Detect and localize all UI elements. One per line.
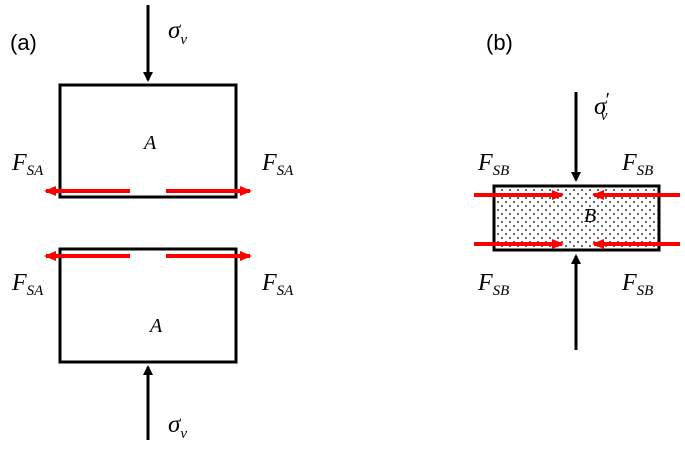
panel-b-bottom-right-force-label: FSB [621, 270, 653, 299]
panel-b-block-label: B [584, 205, 596, 227]
panel-b-label: (b) [486, 30, 513, 55]
panel-b-top-left-force-label: FSB [477, 150, 509, 179]
panel-b-top-stress-label: σ′v [594, 89, 609, 124]
panel-a-bottom-right-force-label: FSA [261, 270, 294, 299]
panel-a-bottom-left-force-label: FSA [11, 270, 44, 299]
panel-b-top-right-force-label: FSB [621, 150, 653, 179]
panel-a-top-stress-label: σv [168, 17, 187, 48]
panel-b-bottom-left-force-label: FSB [477, 270, 509, 299]
panel-a-top-block [58, 83, 238, 199]
panel-a-bottom-stress-label: σv [168, 411, 187, 442]
panel-a-top-left-force-label: FSA [11, 150, 44, 179]
panel-a-top-block-label: A [142, 132, 157, 154]
panel-a-top-right-force-label: FSA [261, 150, 294, 179]
panel-a-bottom-block-label: A [148, 315, 163, 337]
panel-a-label: (a) [10, 30, 37, 55]
panel-a-bottom-block [58, 247, 238, 364]
